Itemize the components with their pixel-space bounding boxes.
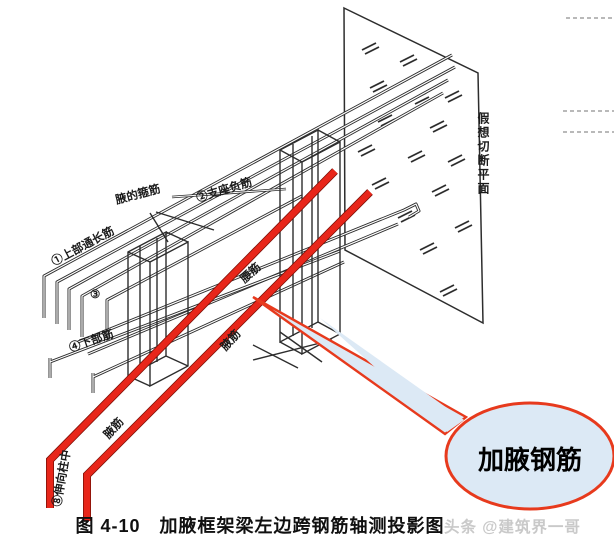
support-negative-bar [171, 187, 287, 199]
callout-text: 加腋钢筋 [477, 446, 582, 475]
bottom-bars [48, 249, 345, 393]
dashed-lines [563, 17, 614, 133]
figure-caption: 图 4-10 加腋框架梁左边跨钢筋轴测投影图 [75, 516, 445, 536]
watermark: 头条 @建筑界一哥 [444, 519, 581, 536]
label-second-row-marker: ③ [90, 289, 101, 301]
callout-bubble [252, 295, 614, 511]
haunch-bars [46, 168, 373, 521]
leader-lines [149, 211, 215, 243]
cut-plane [343, 6, 484, 325]
label-cut-plane: 假想切断平面 [476, 112, 490, 196]
top-bars [42, 53, 456, 338]
